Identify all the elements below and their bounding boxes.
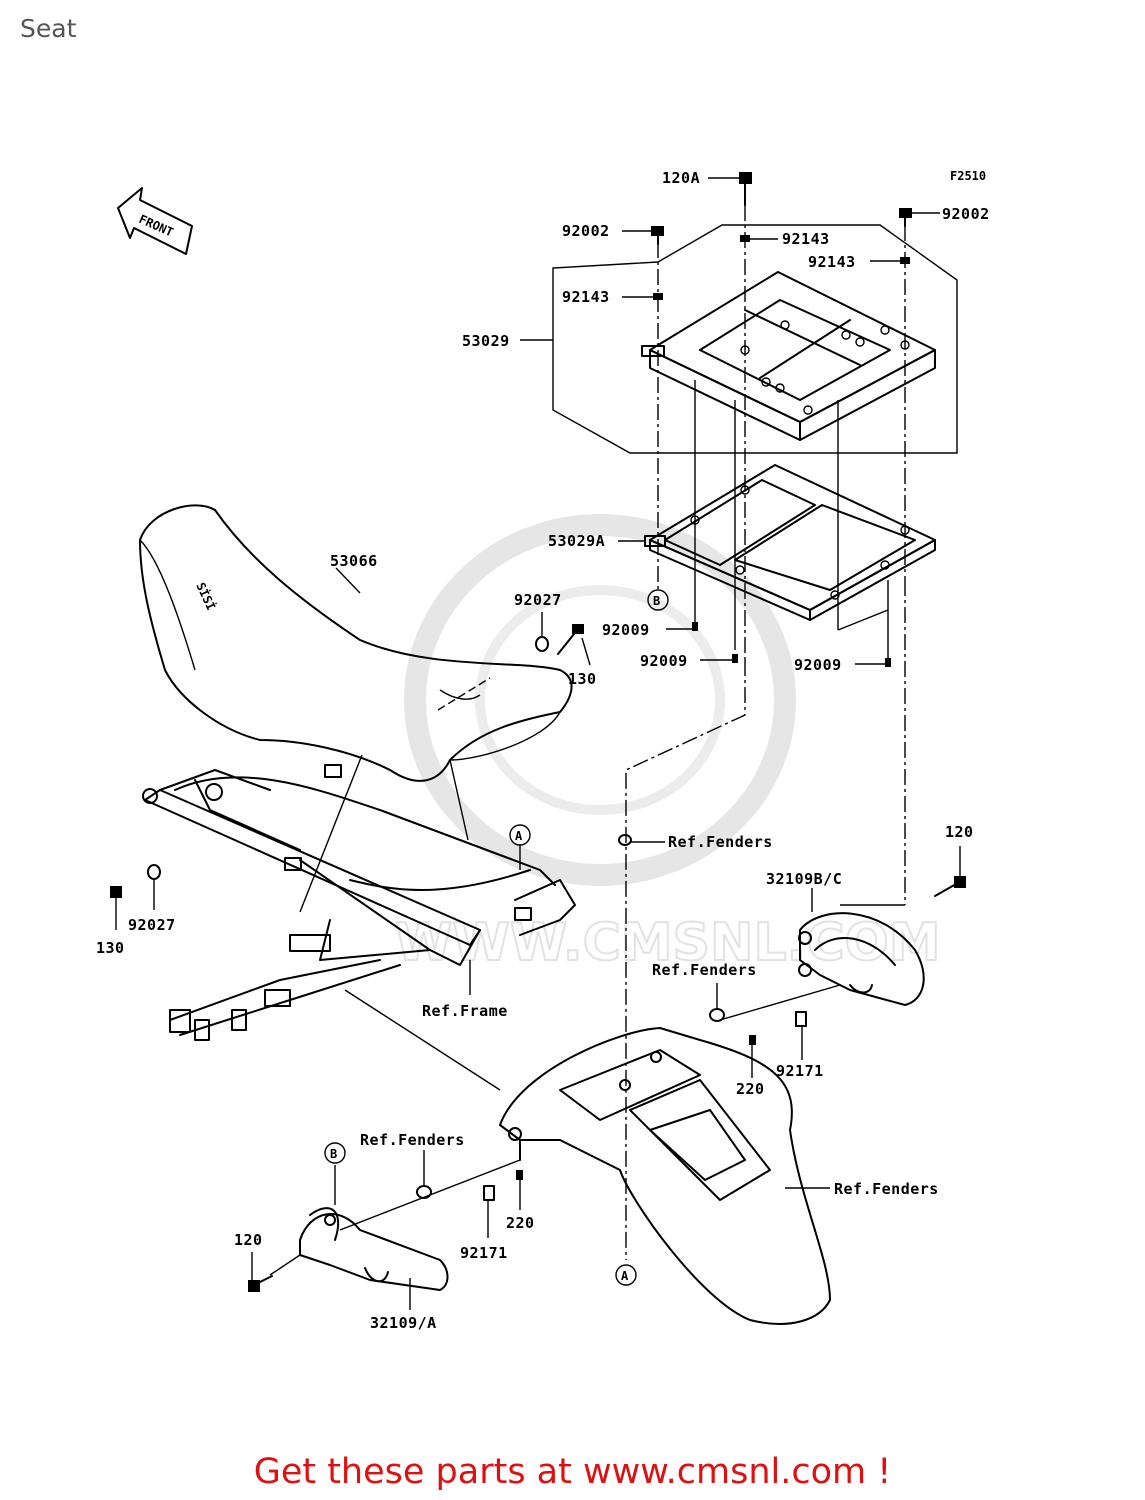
screw-220-left-icon [516, 1170, 523, 1210]
label-92171-right: 92171 [776, 1062, 824, 1080]
bolt-120-right-icon [934, 846, 966, 897]
label-220-right: 220 [736, 1080, 765, 1098]
screw-220-right-icon [749, 1035, 756, 1078]
label-92009-a: 92009 [602, 621, 650, 639]
clip-92171-left-icon [483, 1185, 495, 1238]
label-32109A: 32109/A [370, 1314, 437, 1332]
collar-ref-fenders-right-icon [709, 983, 725, 1022]
grab-handle-32109BC [798, 912, 925, 1006]
bolt-120A-icon [739, 172, 752, 206]
seat-marking: SİSİ [193, 580, 219, 613]
label-53066: 53066 [330, 552, 378, 570]
svg-text:A: A [621, 1269, 629, 1283]
figure-code: F2510 [950, 169, 986, 183]
grab-handle-32109A [299, 1207, 449, 1291]
label-92009-b: 92009 [640, 652, 688, 670]
front-arrow-label: FRONT [137, 212, 176, 239]
label-92171-left: 92171 [460, 1244, 508, 1262]
label-ref-fenders-2: Ref.Fenders [652, 961, 757, 979]
label-53029A: 53029A [548, 532, 605, 550]
frame [142, 764, 576, 1041]
bolt-130-upper-icon [557, 624, 584, 655]
bolt-92002-right-icon [899, 208, 912, 227]
label-120-left: 120 [234, 1231, 263, 1249]
callout-a-fender: A [615, 1264, 637, 1286]
bolt-130-lower-icon [110, 886, 122, 898]
plate-53029A [644, 464, 936, 621]
washer-92027-upper-icon [535, 636, 549, 652]
label-ref-fenders-1: Ref.Fenders [668, 833, 773, 851]
bolt-92002-left-icon [651, 226, 664, 245]
svg-text:B: B [330, 1147, 337, 1161]
svg-text:B: B [653, 594, 660, 608]
clip-92171-right-icon [795, 1011, 807, 1060]
collar-92143-top-icon [740, 235, 750, 242]
label-92027-upper: 92027 [514, 591, 562, 609]
callout-b-top: B [647, 589, 669, 611]
label-53029: 53029 [462, 332, 510, 350]
page-title: Seat [20, 14, 77, 43]
collar-92143-left-icon [653, 293, 663, 300]
screw-92009-icons [692, 622, 891, 667]
collar-92143-right-icon [900, 257, 910, 264]
label-ref-fenders-4: Ref.Fenders [834, 1180, 939, 1198]
label-ref-fenders-3: Ref.Fenders [360, 1131, 465, 1149]
washer-92027-lower-icon [147, 864, 161, 880]
bracket-53029 [552, 224, 958, 454]
rear-fender [499, 1027, 831, 1325]
callout-a-frame: A [509, 824, 531, 870]
label-ref-frame: Ref.Frame [422, 1002, 508, 1020]
label-92143-top: 92143 [782, 230, 830, 248]
label-120A: 120A [662, 169, 700, 187]
collar-ref-fenders-left-icon [416, 1150, 432, 1199]
label-130-lower: 130 [96, 939, 125, 957]
watermark: WWW.CMSNL.COM [394, 514, 941, 974]
svg-text:A: A [515, 829, 523, 843]
footer-link[interactable]: Get these parts at www.cmsnl.com ! [253, 1452, 892, 1492]
label-92143-right: 92143 [808, 253, 856, 271]
fenders-point-icon [618, 834, 665, 846]
label-92027-lower: 92027 [128, 916, 176, 934]
label-32109BC: 32109B/C [766, 870, 842, 888]
callout-b-handle: B [324, 1142, 346, 1164]
label-220-left: 220 [506, 1214, 535, 1232]
label-92009-c: 92009 [794, 656, 842, 674]
label-92002-right: 92002 [942, 205, 990, 223]
label-120-right: 120 [945, 823, 974, 841]
label-130-upper: 130 [568, 670, 597, 688]
front-arrow-icon: FRONT [117, 187, 193, 255]
carrier-53029 [641, 271, 936, 441]
bolt-120-left-icon [248, 1252, 273, 1292]
watermark-text: WWW.CMSNL.COM [395, 913, 940, 973]
label-92002-left: 92002 [562, 222, 610, 240]
label-92143-left: 92143 [562, 288, 610, 306]
